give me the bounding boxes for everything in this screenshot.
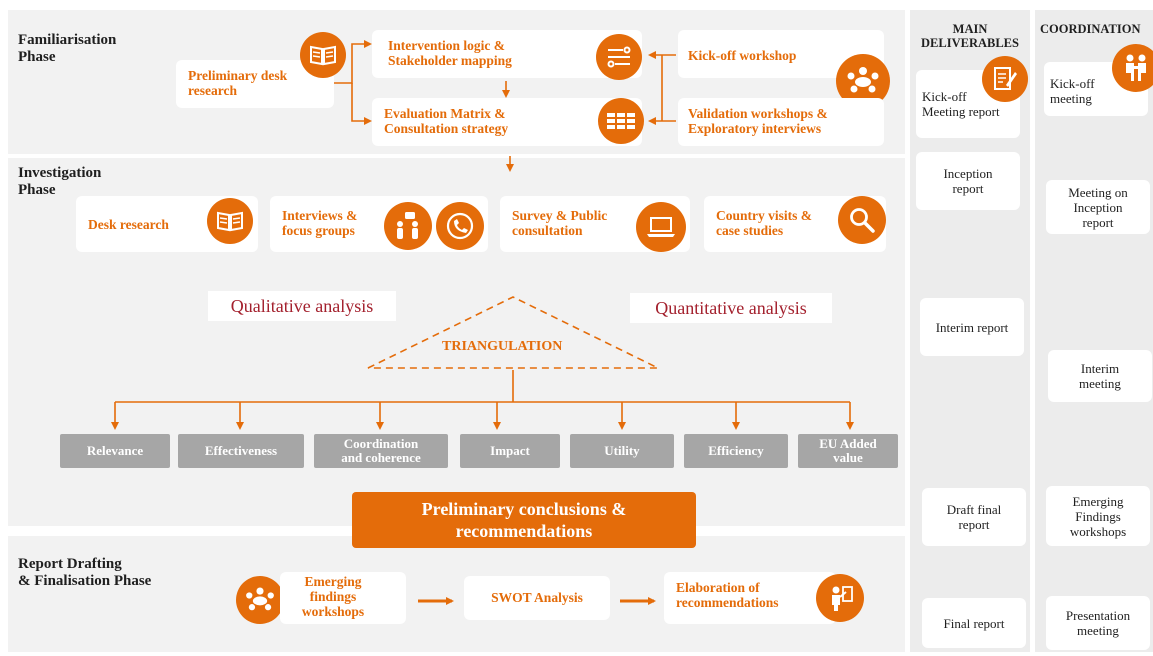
coordination-title: COORDINATION — [1040, 22, 1141, 36]
coordination-emerging-findings: Emerging Findings workshops — [1046, 486, 1150, 546]
survey-label: Survey & Public consultation — [512, 208, 608, 238]
evaluation-matrix-label: Evaluation Matrix & Consultation strateg… — [384, 106, 509, 136]
document-pen-icon — [982, 56, 1028, 102]
emerging-findings-box: Emerging findings workshops — [280, 572, 406, 624]
phone-icon — [436, 202, 484, 250]
criterion-eu-added-value: EU Added value — [798, 434, 898, 468]
chat-bubble-icon — [384, 202, 432, 250]
criterion-relevance: Relevance — [60, 434, 170, 468]
triangulation-label: TRIANGULATION — [442, 339, 563, 354]
flow-icon — [596, 34, 642, 80]
deliverable-final-report: Final report — [922, 598, 1026, 648]
coordination-presentation-meeting: Presentation meeting — [1046, 596, 1150, 650]
magnifier-icon — [838, 196, 886, 244]
coordination-interim-meeting: Interim meeting — [1048, 350, 1152, 402]
elaboration-box: Elaboration of recommendations — [664, 572, 836, 624]
criterion-effectiveness: Effectiveness — [178, 434, 304, 468]
kickoff-workshop-label: Kick-off workshop — [688, 48, 797, 63]
presenter-icon — [816, 574, 864, 622]
handshake-icon — [1112, 44, 1153, 92]
familiarisation-phase-title: Familiarisation Phase — [18, 32, 117, 65]
preliminary-desk-research-label: Preliminary desk research — [188, 68, 288, 98]
preliminary-conclusions-box: Preliminary conclusions & recommendation… — [352, 492, 696, 548]
country-visits-label: Country visits & case studies — [716, 208, 813, 238]
investigation-phase-title: Investigation Phase — [18, 165, 102, 198]
deliverable-draft-final-report: Draft final report — [922, 488, 1026, 546]
book-icon — [300, 32, 346, 78]
qualitative-analysis-label: Qualitative analysis — [208, 291, 396, 321]
validation-workshops-label: Validation workshops & Exploratory inter… — [688, 106, 828, 136]
laptop-icon — [636, 202, 686, 252]
report-phase-title: Report Drafting & Finalisation Phase — [18, 556, 152, 589]
main-deliverables-title: MAIN DELIVERABLES — [921, 22, 1019, 50]
validation-workshops-box: Validation workshops & Exploratory inter… — [678, 98, 884, 146]
deliverable-inception-report: Inception report — [916, 152, 1020, 210]
criterion-impact: Impact — [460, 434, 560, 468]
criterion-coordination-coherence: Coordination and coherence — [314, 434, 448, 468]
emerging-findings-label: Emerging findings workshops — [301, 574, 365, 619]
coordination-inception-meeting: Meeting on Inception report — [1046, 180, 1150, 234]
deliverable-interim-report: Interim report — [920, 298, 1024, 356]
intervention-logic-label: Intervention logic & Stakeholder mapping — [388, 38, 512, 68]
criterion-efficiency: Efficiency — [684, 434, 788, 468]
desk-research-label: Desk research — [88, 217, 169, 232]
elaboration-label: Elaboration of recommendations — [676, 580, 779, 610]
swot-analysis-box: SWOT Analysis — [464, 576, 610, 620]
meeting-icon — [236, 576, 284, 624]
criterion-utility: Utility — [570, 434, 674, 468]
table-icon — [598, 98, 644, 144]
quantitative-analysis-label: Quantitative analysis — [630, 293, 832, 323]
swot-analysis-label: SWOT Analysis — [491, 590, 583, 605]
book-icon — [207, 198, 253, 244]
evaluation-matrix-box: Evaluation Matrix & Consultation strateg… — [372, 98, 642, 146]
interviews-label: Interviews & focus groups — [282, 208, 358, 238]
